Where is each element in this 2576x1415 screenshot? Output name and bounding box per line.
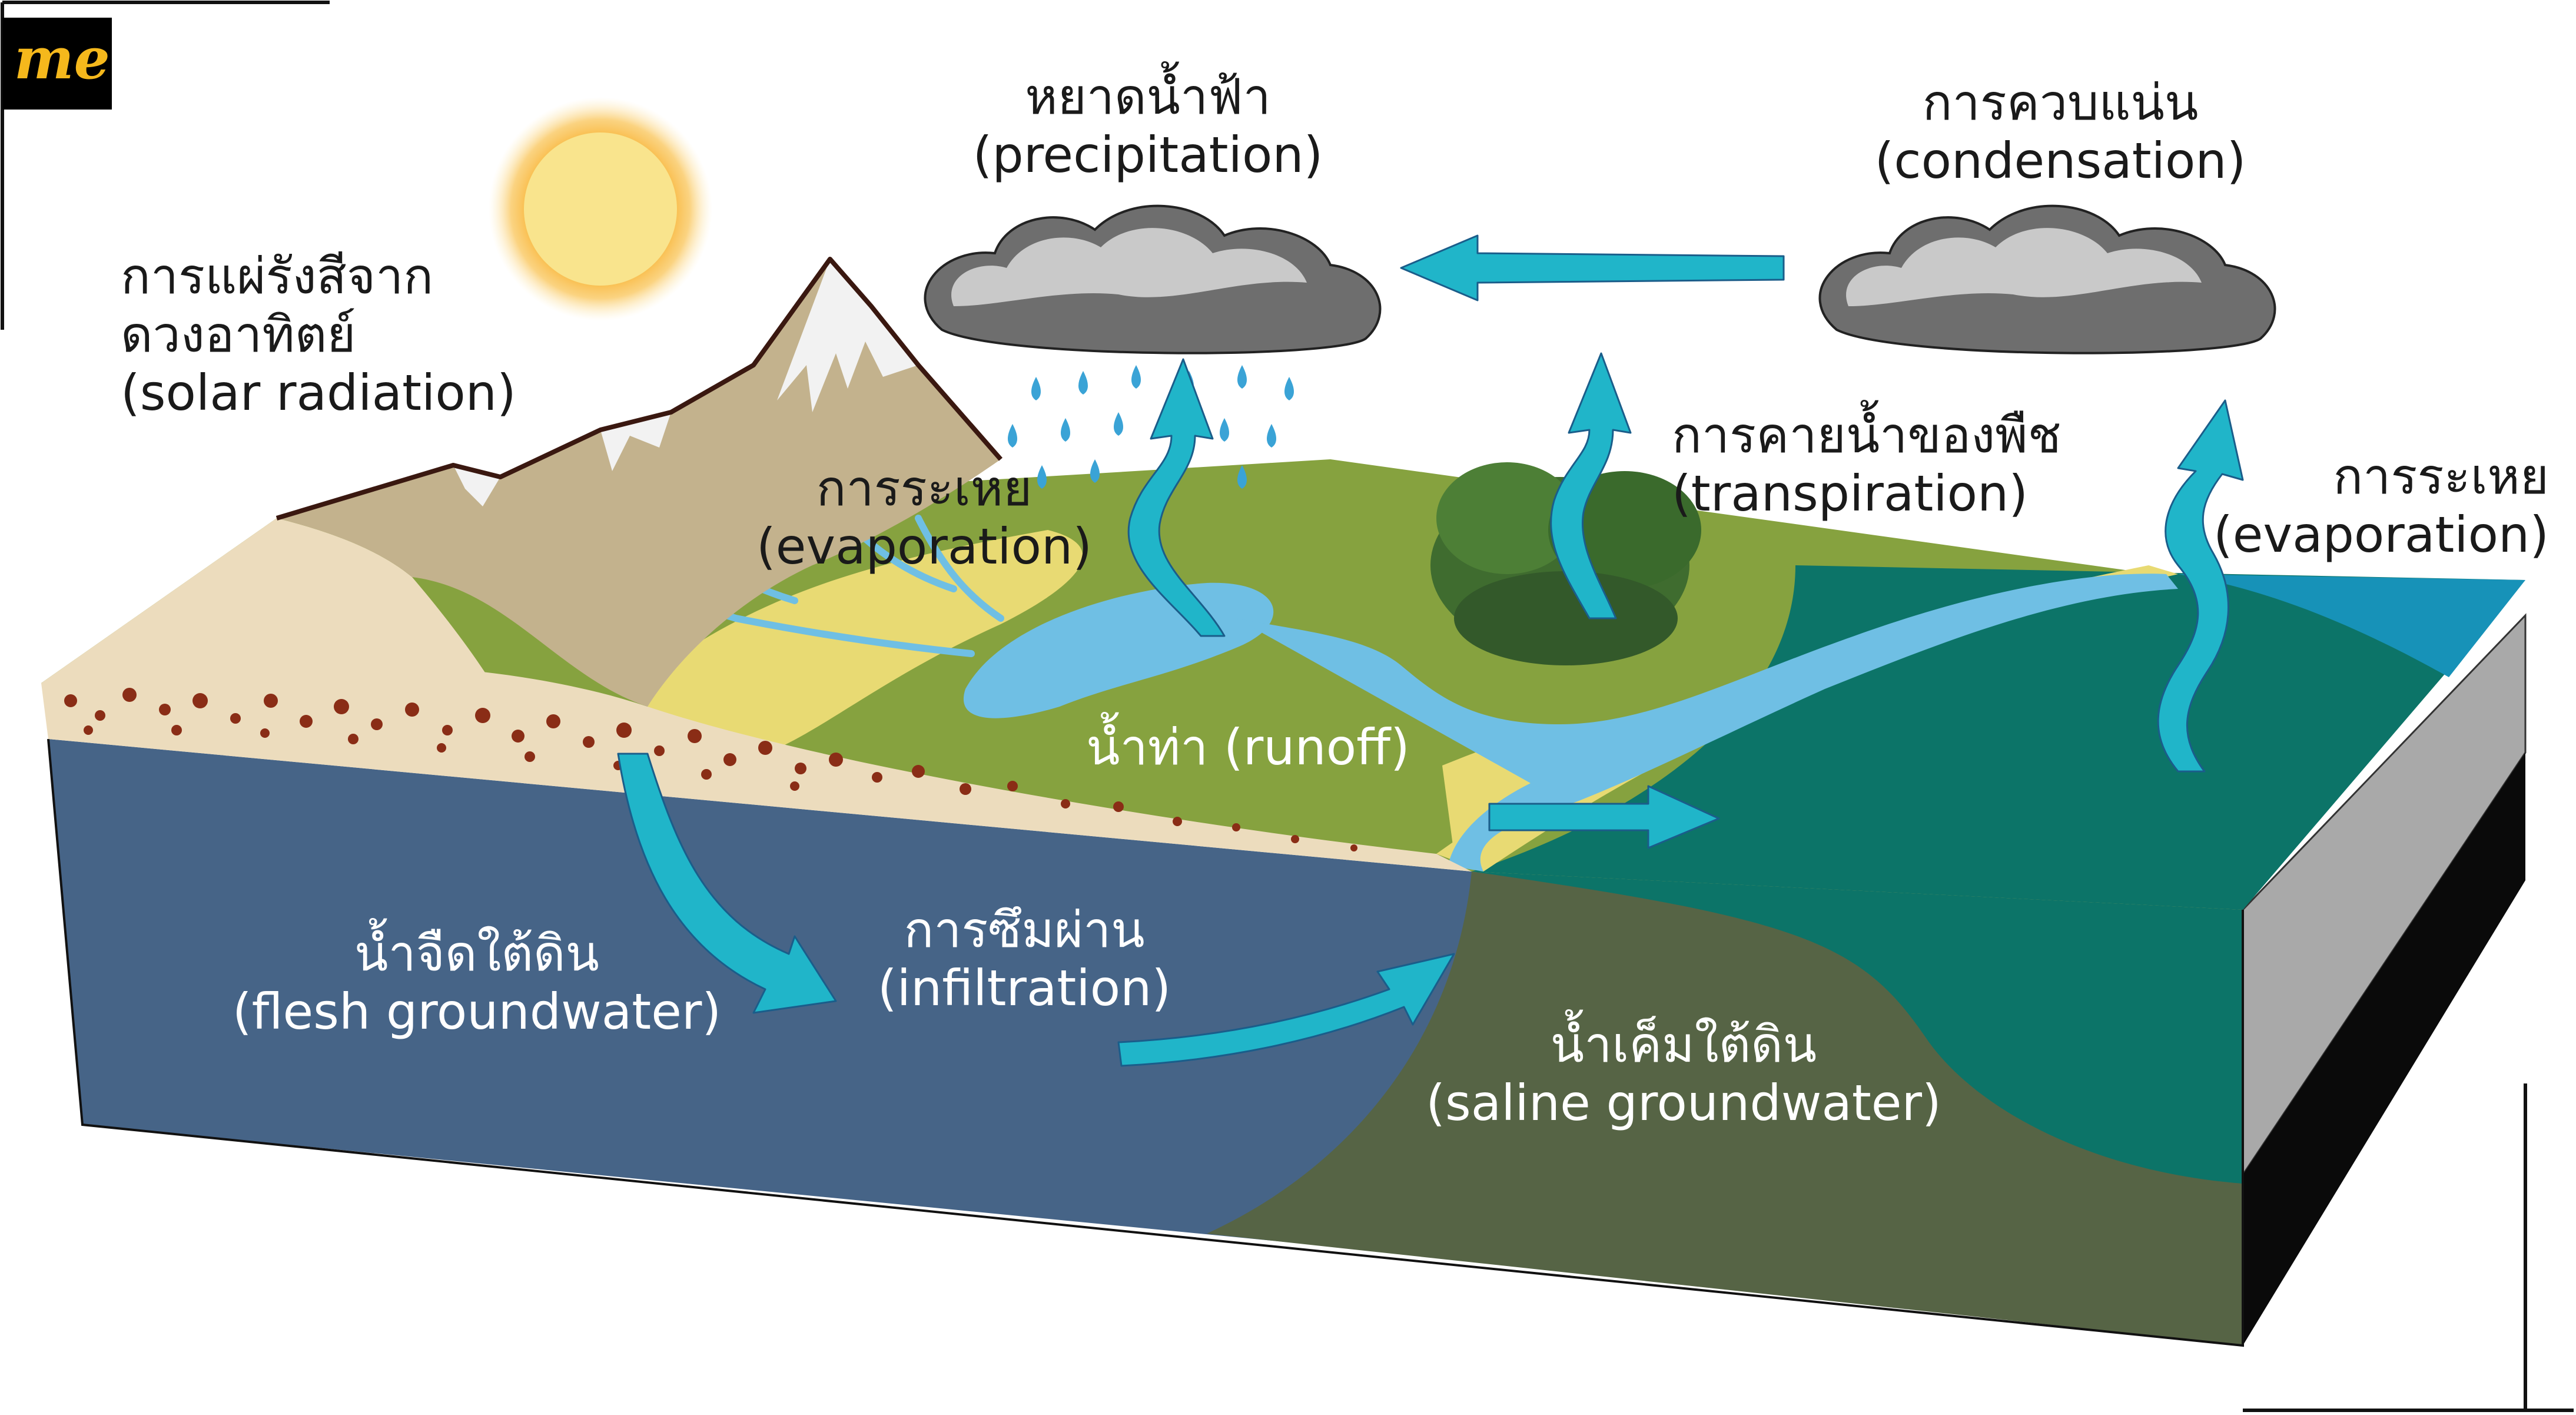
runoff-arrow: [1488, 785, 1720, 849]
evaporation-land-arrow: [1127, 358, 1226, 637]
infiltration-arrow: [617, 753, 837, 1014]
label-transpiration: การคายน้ำของพืช (transpiration): [1672, 406, 2062, 523]
sea-surface: [1472, 565, 2525, 910]
advection-arrow: [1400, 234, 1785, 301]
label-solar-radiation: การแผ่รังสีจาก ดวงอาทิตย์ (solar radiati…: [121, 247, 516, 422]
condensation-cloud: [1818, 204, 2276, 354]
label-evaporation-sea: การระเหย (evaporation): [2213, 448, 2549, 564]
label-precipitation: หยาดน้ำฟ้า (precipitation): [972, 68, 1323, 184]
soil-strip: [41, 664, 1472, 871]
label-infiltration: การซึมผ่าน (infiltration): [877, 901, 1171, 1018]
label-saline-groundwater: น้ำเค็มใต้ดิน (saline groundwater): [1426, 1016, 1941, 1132]
transpiration-arrow: [1550, 352, 1632, 619]
label-condensation: การควบแน่น (condensation): [1874, 74, 2246, 190]
sea-cross-section: [1472, 871, 2243, 1184]
mountain-left: [41, 518, 506, 707]
beach-sand: [1436, 565, 2178, 871]
soil-dots: [64, 688, 1357, 851]
groundwater-flow-arrow: [1117, 953, 1455, 1067]
process-arrows: [617, 234, 2244, 1067]
brand-logo: me: [2, 18, 112, 110]
river: [1236, 574, 2178, 871]
label-evaporation-land: การระเหย (evaporation): [756, 459, 1093, 576]
label-fresh-groundwater: น้ำจืดใต้ดิน (flesh groundwater): [232, 924, 722, 1041]
label-runoff: น้ำท่า (runoff): [1086, 718, 1410, 776]
rain-cloud: [924, 204, 1382, 354]
brand-logo-text: me: [14, 25, 110, 92]
evaporation-sea-arrow: [2157, 399, 2244, 773]
block-side-black: [2243, 753, 2525, 1346]
sun: [489, 97, 712, 321]
